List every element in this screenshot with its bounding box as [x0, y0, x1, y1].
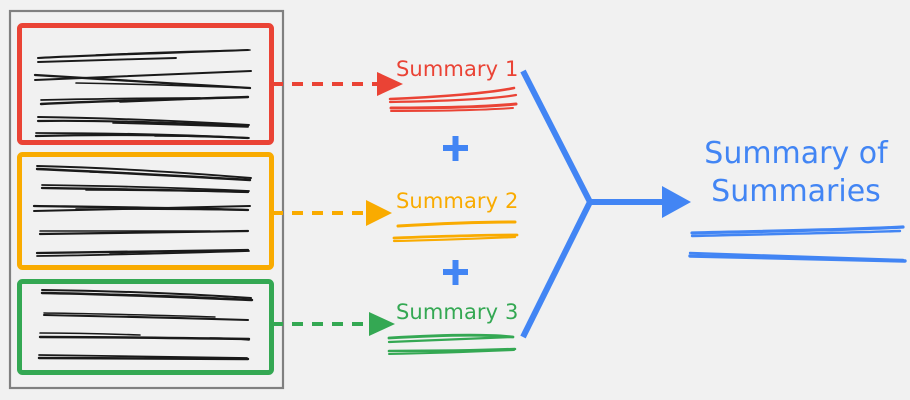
summary-2-body-lines — [392, 220, 519, 243]
final-output-title[interactable]: Summary of Summaries — [693, 135, 899, 211]
section-green-text-lines — [37, 289, 254, 361]
summary-1-body-lines — [388, 86, 518, 112]
summary-3-label[interactable]: Summary 3 — [396, 300, 519, 324]
merge-arrow — [520, 69, 691, 339]
section-green[interactable] — [17, 279, 274, 375]
section-red-border — [17, 23, 274, 145]
section-orange-text-lines — [32, 165, 252, 257]
section-red[interactable] — [17, 23, 274, 145]
arrow-orange-dashed — [272, 200, 392, 226]
final-output-body-lines — [688, 225, 907, 263]
final-output-title-line-1: Summary of — [704, 136, 888, 171]
section-red-text-lines — [33, 48, 252, 140]
arrow-red-dashed — [272, 72, 403, 96]
summary-1-label[interactable]: Summary 1 — [396, 57, 519, 81]
document-stack-outer-border — [8, 9, 285, 390]
plus-1-icon — [443, 136, 468, 161]
plus-2-icon — [443, 260, 468, 285]
final-output-title-line-2: Summaries — [711, 174, 881, 209]
summary-3-body-lines — [387, 333, 517, 355]
section-orange-border — [17, 152, 274, 270]
section-orange[interactable] — [17, 152, 274, 270]
section-green-border — [17, 279, 274, 375]
arrow-green-dashed — [272, 312, 395, 336]
summary-2-label[interactable]: Summary 2 — [396, 189, 519, 213]
